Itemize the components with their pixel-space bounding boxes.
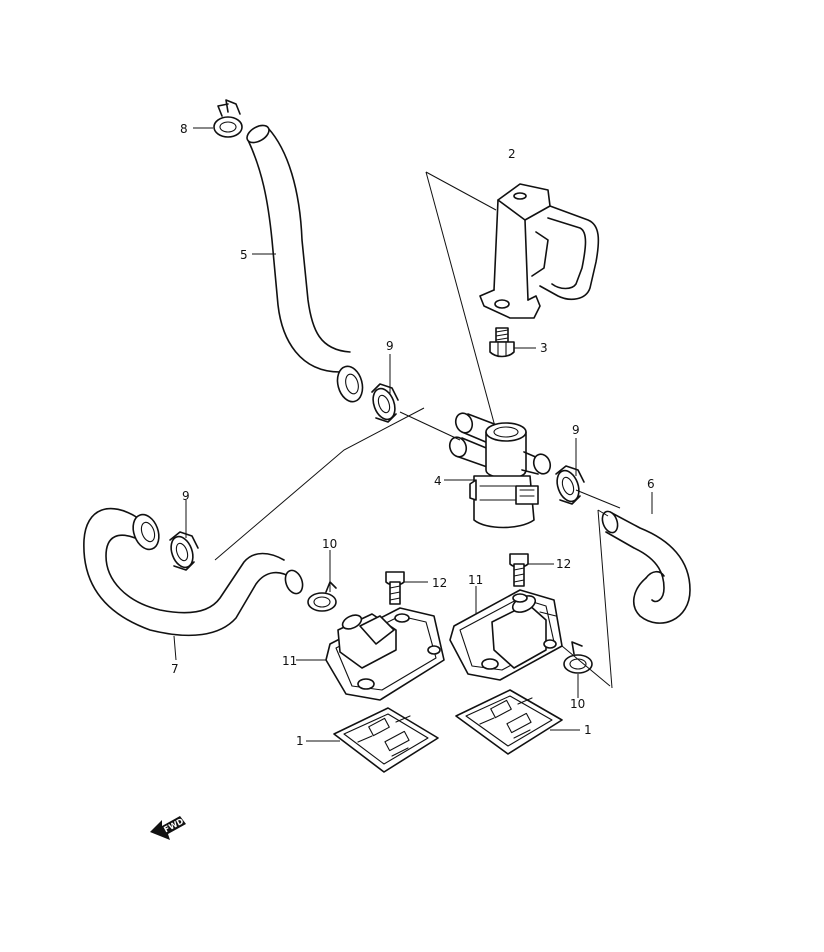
callout-10-right: 10 bbox=[570, 697, 585, 711]
forward-arrow-icon: FWD bbox=[150, 816, 186, 840]
cover-11-a[interactable] bbox=[325, 607, 445, 701]
callout-9-upper: 9 bbox=[386, 339, 394, 353]
callout-1-right: 1 bbox=[584, 723, 592, 737]
bracket-2-guide-top bbox=[425, 171, 497, 211]
clamp-10-a[interactable] bbox=[307, 581, 337, 612]
clamp-9-c[interactable] bbox=[167, 531, 199, 571]
cover-11-b-guide-line bbox=[561, 645, 611, 687]
reed-gasket-1-a[interactable] bbox=[333, 707, 439, 773]
reed-gasket-1-b[interactable] bbox=[455, 689, 563, 755]
cover-11-b[interactable] bbox=[449, 589, 563, 681]
valve-4-guide-line bbox=[399, 411, 461, 441]
callout-5: 5 bbox=[240, 248, 248, 262]
fwd-label: FWD bbox=[162, 816, 185, 834]
clamp-9-a[interactable] bbox=[369, 383, 399, 423]
callout-12-right: 12 bbox=[556, 557, 571, 571]
clamp-8[interactable] bbox=[213, 99, 243, 138]
hose-6[interactable] bbox=[600, 509, 691, 624]
callout-10-left: 10 bbox=[322, 537, 337, 551]
callout-3: 3 bbox=[540, 341, 548, 355]
bolt-12-b[interactable] bbox=[509, 553, 529, 587]
hose-5[interactable] bbox=[244, 122, 366, 405]
clamp-10-b[interactable] bbox=[563, 641, 593, 674]
callout-7: 7 bbox=[171, 662, 179, 676]
valve-4[interactable] bbox=[447, 411, 553, 529]
callout-8: 8 bbox=[180, 122, 188, 136]
callout-12-left: 12 bbox=[432, 576, 447, 590]
hose-6-guide-top bbox=[575, 489, 621, 509]
callout-11-left: 11 bbox=[282, 654, 297, 668]
hose-6-guide-side bbox=[597, 509, 613, 689]
bolt-12-a[interactable] bbox=[385, 571, 405, 605]
callout-2: 2 bbox=[508, 147, 516, 161]
bolt-3[interactable] bbox=[489, 327, 515, 358]
hose-6-guide-tip bbox=[597, 509, 609, 517]
callout-6: 6 bbox=[647, 477, 655, 491]
bracket-2[interactable] bbox=[479, 183, 600, 319]
callout-11-right: 11 bbox=[468, 573, 483, 587]
callout-9-right: 9 bbox=[572, 423, 580, 437]
hose-7[interactable] bbox=[83, 507, 306, 637]
callout-9-left: 9 bbox=[182, 489, 190, 503]
callout-4: 4 bbox=[434, 474, 442, 488]
hose-7-guide-line bbox=[214, 407, 425, 561]
callout-1-left: 1 bbox=[296, 734, 304, 748]
leader-lines bbox=[173, 127, 653, 742]
clamp-9-b[interactable] bbox=[553, 465, 585, 505]
bracket-2-guide-bottom bbox=[425, 171, 501, 446]
